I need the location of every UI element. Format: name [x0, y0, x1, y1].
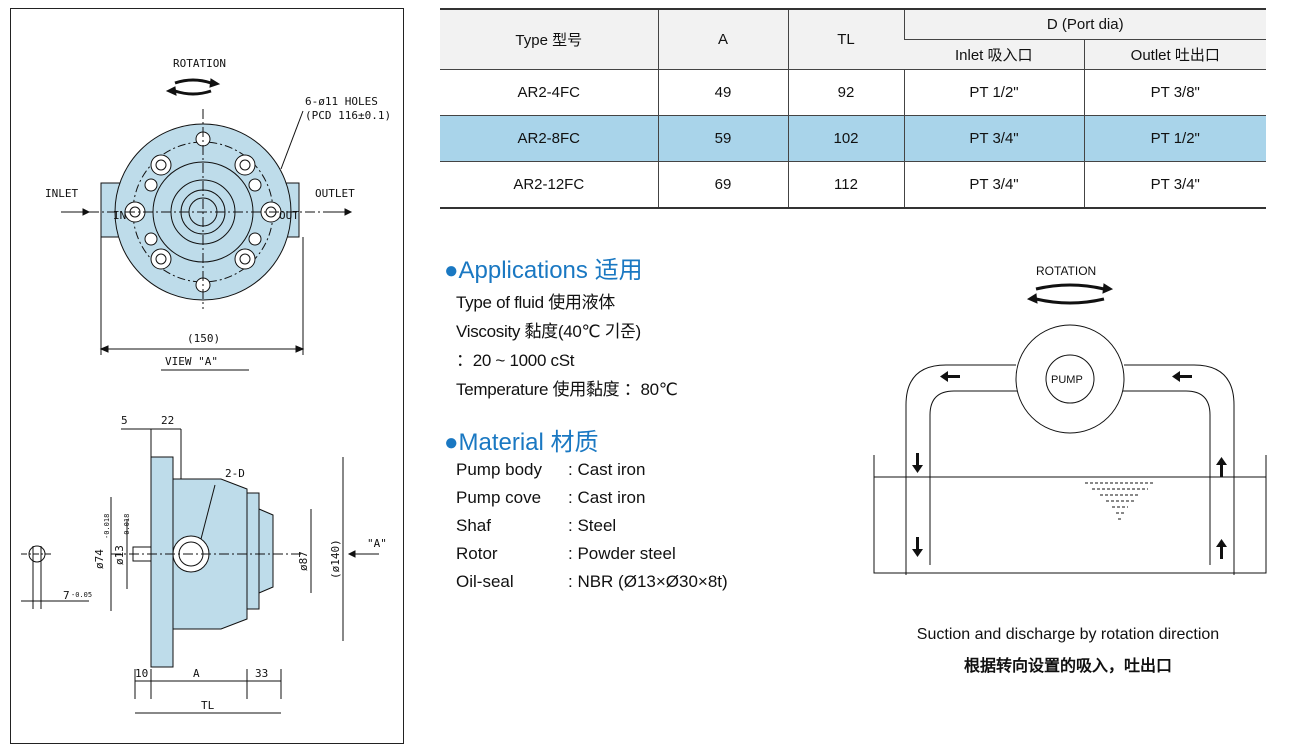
drawing-dim-7-tol: -0.05 [71, 591, 92, 599]
material-key: Rotor [456, 544, 498, 563]
drawing-inlet-label: INLET [45, 187, 78, 200]
drawing-dim-13: ø13 [113, 545, 126, 565]
cell-tl: 112 [787, 161, 904, 209]
drawing-out-mark: OUT [279, 209, 299, 222]
drawing-in-mark: IN [113, 209, 126, 222]
schematic-caption-en: Suction and discharge by rotation direct… [916, 626, 1220, 643]
header-type: Type 型号 [440, 8, 658, 70]
header-inlet: Inlet 吸入口 [904, 39, 1084, 70]
material-list: Pump body : Cast iron Pump cove : Cast iro… [456, 460, 796, 600]
cell-inlet: PT 3/4" [903, 115, 1084, 162]
drawing-dim-10: 10 [135, 667, 148, 680]
cell-a: 49 [657, 69, 788, 116]
drawing-dim-74-tol: -0.018 [103, 514, 111, 539]
drawing-width-dim: (150) [187, 332, 220, 345]
applications-list: Type of fluid 使用液体 Viscosity 黏度(40℃ 기준) … [456, 288, 678, 404]
drawing-dim-22: 22 [161, 414, 174, 427]
drawing-dim-74: ø74 [93, 549, 106, 569]
cell-a: 69 [657, 161, 788, 209]
material-value: : Cast iron [568, 460, 646, 479]
drawing-dim-33: 33 [255, 667, 268, 680]
drawing-holes-label: 6-ø11 HOLES [305, 95, 378, 108]
drawing-dim-140: (ø140) [329, 539, 342, 579]
drawing-view-label: VIEW "A" [165, 355, 218, 368]
drawing-dim-tl: TL [201, 699, 215, 712]
cell-type: AR2-12FC [440, 161, 658, 209]
material-value: : Cast iron [568, 488, 646, 507]
schematic-pump-label: PUMP [1051, 374, 1083, 386]
header-outlet: Outlet 吐出口 [1083, 39, 1266, 70]
material-key: Pump body [456, 460, 542, 479]
table-row: AR2-4FC 49 92 PT 1/2" PT 3/8" [440, 69, 1266, 116]
pump-drawing: ROTATION 6-ø11 HOLES (PCD 116±0.1) INLET… [21, 57, 391, 714]
cell-outlet: PT 3/4" [1083, 161, 1266, 209]
material-key: Shaf [456, 516, 491, 535]
table-row: AR2-12FC 69 112 PT 3/4" PT 3/4" [440, 161, 1266, 209]
material-row: Pump body : Cast iron [456, 460, 645, 480]
schematic-rotation-label: ROTATION [1036, 264, 1096, 278]
header-tl: TL [787, 8, 904, 70]
drawing-rotation-label: ROTATION [173, 57, 226, 70]
material-row: Rotor : Powder steel [456, 544, 676, 564]
material-value: : NBR (Ø13×Ø30×8t) [568, 572, 728, 591]
drawing-pcd-label: (PCD 116±0.1) [305, 109, 391, 122]
drawing-dim-a: A [193, 667, 200, 680]
cell-tl: 102 [787, 115, 904, 162]
cell-a: 59 [657, 115, 788, 162]
drawing-view-arrow: "A" [367, 537, 387, 550]
applications-line: Type of fluid 使用液体 [456, 293, 615, 312]
drawing-dim-13-tol: -0.018 [123, 514, 131, 539]
cell-type: AR2-8FC [440, 115, 658, 162]
cell-type: AR2-4FC [440, 69, 658, 116]
applications-line: Temperature 使用黏度 ：80℃ [456, 380, 678, 399]
drawing-dim-7: 7 [63, 589, 70, 602]
material-key: Oil-seal [456, 572, 514, 591]
material-value: : Steel [568, 516, 617, 535]
pump-circuit-schematic: ROTATION PUMP [873, 264, 1267, 575]
cell-inlet: PT 3/4" [903, 161, 1084, 209]
applications-title: ●Applications 适用 [444, 257, 643, 284]
table-row-highlighted: AR2-8FC 59 102 PT 3/4" PT 1/2" [440, 115, 1266, 162]
material-row: Oil-seal : NBR (Ø13×Ø30×8t) [456, 572, 728, 592]
material-row: Shaf : Steel [456, 516, 616, 536]
spec-table: Type 型号 A TL D (Port dia) Inlet 吸入口 Outl… [440, 8, 1266, 209]
material-key: Pump cove [456, 488, 542, 507]
material-title: ●Material 材质 [444, 429, 599, 456]
applications-line: Viscosity 黏度(40℃ 기준) [456, 322, 641, 341]
material-value: : Powder steel [568, 544, 676, 563]
cell-tl: 92 [787, 69, 904, 116]
cell-outlet: PT 3/8" [1083, 69, 1266, 116]
drawing-dim-87: ø87 [297, 551, 310, 571]
drawing-dim-5: 5 [121, 414, 128, 427]
spec-table-header: Type 型号 A TL D (Port dia) Inlet 吸入口 Outl… [440, 8, 1266, 70]
drawing-outlet-label: OUTLET [315, 187, 355, 200]
drawing-dim-2d: 2-D [225, 467, 245, 480]
applications-line: ：20 ~ 1000 cSt [456, 351, 575, 370]
header-port-dia: D (Port dia) [903, 8, 1266, 40]
technical-drawing-panel: ROTATION 6-ø11 HOLES (PCD 116±0.1) INLET… [10, 8, 404, 744]
schematic-caption-cn: 根据转向设置的吸入，吐出口 [963, 658, 1172, 675]
header-a: A [657, 8, 788, 70]
cell-inlet: PT 1/2" [903, 69, 1084, 116]
cell-outlet: PT 1/2" [1083, 115, 1266, 162]
material-row: Pump cove : Cast iron [456, 488, 645, 508]
